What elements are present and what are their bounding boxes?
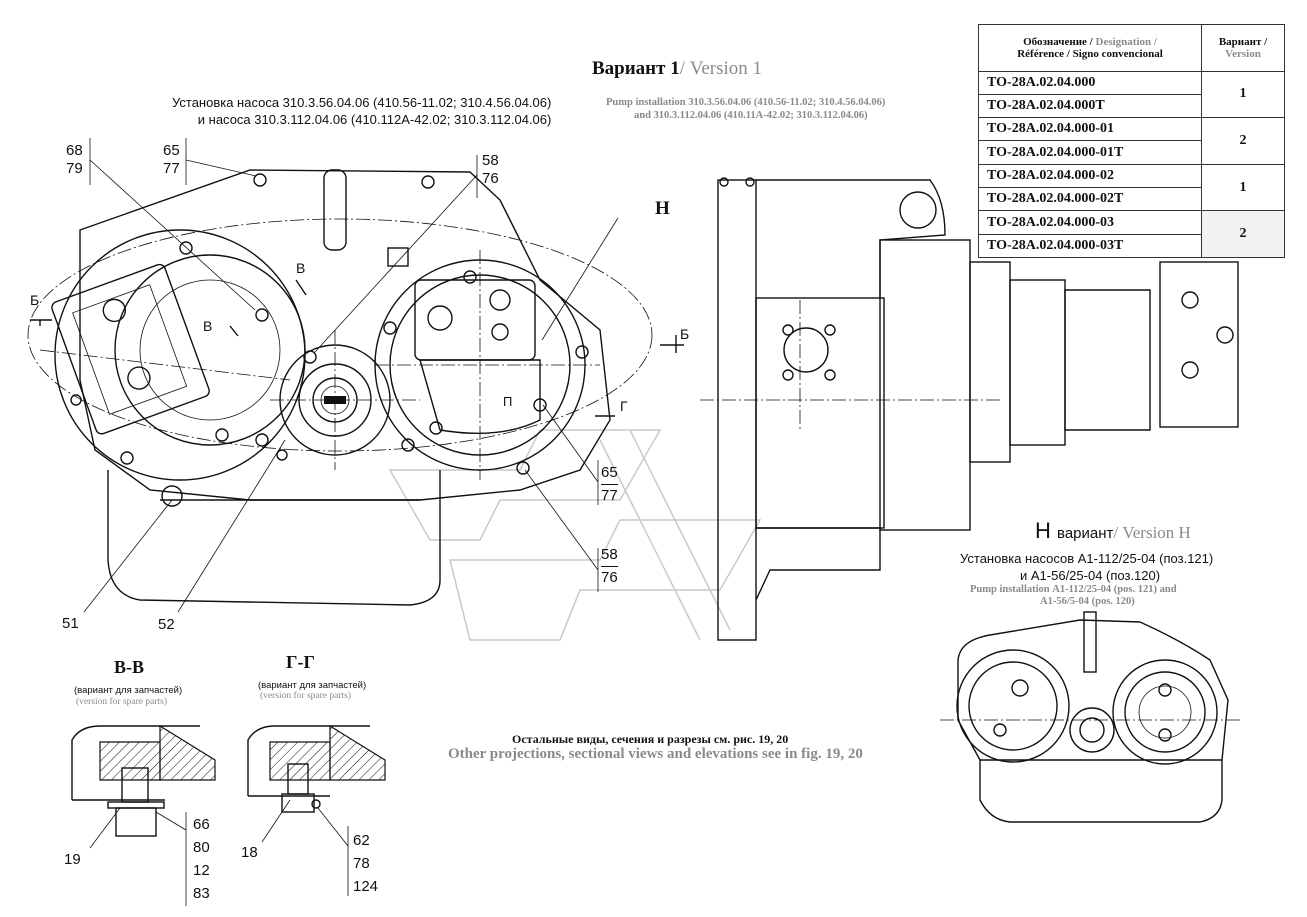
callout-18: 18 xyxy=(241,844,258,861)
row-code: ТО-28А.02.04.000-01Т xyxy=(978,140,1202,165)
watermark-logo xyxy=(388,429,762,641)
section-vv-note-en: (version for spare parts) xyxy=(76,697,168,707)
section-mark-g: Г xyxy=(620,398,628,414)
section-mark-v1: В xyxy=(296,260,306,276)
version-h-caption-ru-line1: Установка насосов А1-112/25-04 (поз.121) xyxy=(960,551,1214,566)
version-h-en: / Version Н xyxy=(1113,523,1191,542)
row-version: 2 xyxy=(1201,210,1285,258)
caption-ru-line2: и насоса 310.3.112.04.06 (410.112А-42.02… xyxy=(197,112,552,127)
section-mark-p: П xyxy=(503,394,513,409)
table-row: ТО-28А.02.04.000 1 xyxy=(978,70,1285,119)
section-mark-b-right: Б xyxy=(680,326,690,342)
callout-68: 68 xyxy=(66,142,83,159)
version-h-title: Н вариант/ Version Н xyxy=(1035,518,1191,544)
version-h-caption-en-line1: Pump installation А1-112/25-04 (pos. 121… xyxy=(970,584,1177,595)
callout-68-79: 68 79 xyxy=(66,142,83,178)
table-row: ТО-28А.02.04.000-03 2 xyxy=(978,210,1285,258)
callout-52: 52 xyxy=(158,616,175,633)
callout-76: 76 xyxy=(601,566,618,589)
section-vv xyxy=(71,724,216,906)
callout-65: 65 xyxy=(163,142,180,159)
version-h-caption-en-line2: А1-56/5-04 (pos. 120) xyxy=(1040,596,1135,607)
designation-table: Обозначение / Designation / Référence / … xyxy=(978,24,1285,259)
callout-58: 58 xyxy=(482,152,499,169)
row-code: ТО-28А.02.04.000-02 xyxy=(978,163,1202,189)
callout-80: 80 xyxy=(193,839,210,856)
callout-58-76-top: 58 76 xyxy=(482,152,499,188)
front-view xyxy=(27,169,684,606)
row-version: 1 xyxy=(1201,70,1285,119)
section-vv-note-ru: (вариант для запчастей) xyxy=(74,685,183,696)
other-views-note-en: Other projections, sectional views and e… xyxy=(448,746,863,762)
version-h-caption-ru-line2: и А1-56/25-04 (поз.120) xyxy=(1020,568,1161,583)
callout-124: 124 xyxy=(353,878,379,895)
side-view xyxy=(700,177,1239,641)
row-code: ТО-28А.02.04.000-03Т xyxy=(978,233,1202,259)
header-designation-ru: Обозначение / xyxy=(1023,35,1093,48)
callout-51: 51 xyxy=(62,615,79,632)
callout-76: 76 xyxy=(482,170,499,187)
table-header-row: Обозначение / Designation / Référence / … xyxy=(978,24,1285,72)
callout-83: 83 xyxy=(193,885,210,902)
row-code: ТО-28А.02.04.000 xyxy=(978,70,1202,95)
callout-65-77-right: 65 77 xyxy=(601,462,618,507)
callout-62-list: 62 78 124 xyxy=(353,829,378,898)
callout-77: 77 xyxy=(601,484,618,507)
caption-en-line2: and 310.3.112.04.06 (410.11A-42.02; 310.… xyxy=(634,110,868,121)
table-row: ТО-28А.02.04.000-01 2 xyxy=(978,117,1285,165)
version-h-view xyxy=(940,611,1240,823)
callout-58: 58 xyxy=(601,546,618,563)
header-designation-en: Designation / xyxy=(1095,35,1157,48)
callout-65-77-top: 65 77 xyxy=(163,142,180,178)
callout-78: 78 xyxy=(353,855,370,872)
leader-lines xyxy=(83,138,619,613)
callout-66: 66 xyxy=(193,816,210,833)
callout-79: 79 xyxy=(66,160,83,177)
section-mark-v2: В xyxy=(203,318,213,334)
header-variant-en: Version xyxy=(1225,47,1261,60)
version-h-caption-ru: Установка насосов А1-112/25-04 (поз.121)… xyxy=(960,550,1213,584)
section-gg xyxy=(247,724,386,896)
version-h-ru: вариант xyxy=(1057,525,1114,542)
caption-en-line1: Pump installation 310.3.56.04.06 (410.56… xyxy=(606,97,886,108)
header-designation-line2: Référence / Signo convencional xyxy=(1017,47,1163,60)
callout-66-list: 66 80 12 83 xyxy=(193,813,210,905)
table-row: ТО-28А.02.04.000-01Т xyxy=(978,140,1285,165)
variant-caption-en: Pump installation 310.3.56.04.06 (410.56… xyxy=(606,96,885,122)
section-gg-note-en: (version for spare parts) xyxy=(260,691,352,701)
row-code: ТО-28А.02.04.000-02Т xyxy=(978,187,1202,212)
row-code: ТО-28А.02.04.000Т xyxy=(978,93,1202,119)
callout-19: 19 xyxy=(64,851,81,868)
table-row: ТО-28А.02.04.000-02 1 xyxy=(978,163,1285,212)
callout-65: 65 xyxy=(601,464,618,481)
header-designation: Обозначение / Designation / Référence / … xyxy=(978,24,1202,72)
variant-title: Вариант 1/ Version 1 xyxy=(592,58,762,80)
version-h-letter: Н xyxy=(1035,518,1051,543)
callout-12: 12 xyxy=(193,862,210,879)
header-variant: Вариант / Version xyxy=(1201,24,1285,72)
other-views-note-ru: Остальные виды, сечения и разрезы см. ри… xyxy=(512,732,789,746)
row-code: ТО-28А.02.04.000-01 xyxy=(978,117,1202,142)
table-row: ТО-28А.02.04.000-03Т xyxy=(978,233,1285,259)
section-gg-note-ru: (вариант для запчастей) xyxy=(258,680,367,691)
section-vv-title: В-В xyxy=(114,657,145,677)
row-code: ТО-28А.02.04.000-03 xyxy=(978,210,1202,235)
caption-ru-line1: Установка насоса 310.3.56.04.06 (410.56-… xyxy=(172,95,552,110)
variant-caption-ru: Установка насоса 310.3.56.04.06 (410.56-… xyxy=(172,94,551,128)
row-version: 2 xyxy=(1201,117,1285,165)
view-label-h: Н xyxy=(655,198,670,219)
callout-58-76-bottom: 58 76 xyxy=(601,544,618,589)
callout-77: 77 xyxy=(163,160,180,177)
variant-title-ru: Вариант 1 xyxy=(592,58,680,79)
version-h-caption-en: Pump installation А1-112/25-04 (pos. 121… xyxy=(970,584,1177,608)
callout-62: 62 xyxy=(353,832,370,849)
section-mark-b-left: Б xyxy=(30,292,40,308)
section-gg-title: Г-Г xyxy=(286,652,315,672)
variant-title-en: / Version 1 xyxy=(679,58,763,79)
header-variant-ru: Вариант / xyxy=(1218,35,1268,48)
row-version: 1 xyxy=(1201,163,1285,212)
